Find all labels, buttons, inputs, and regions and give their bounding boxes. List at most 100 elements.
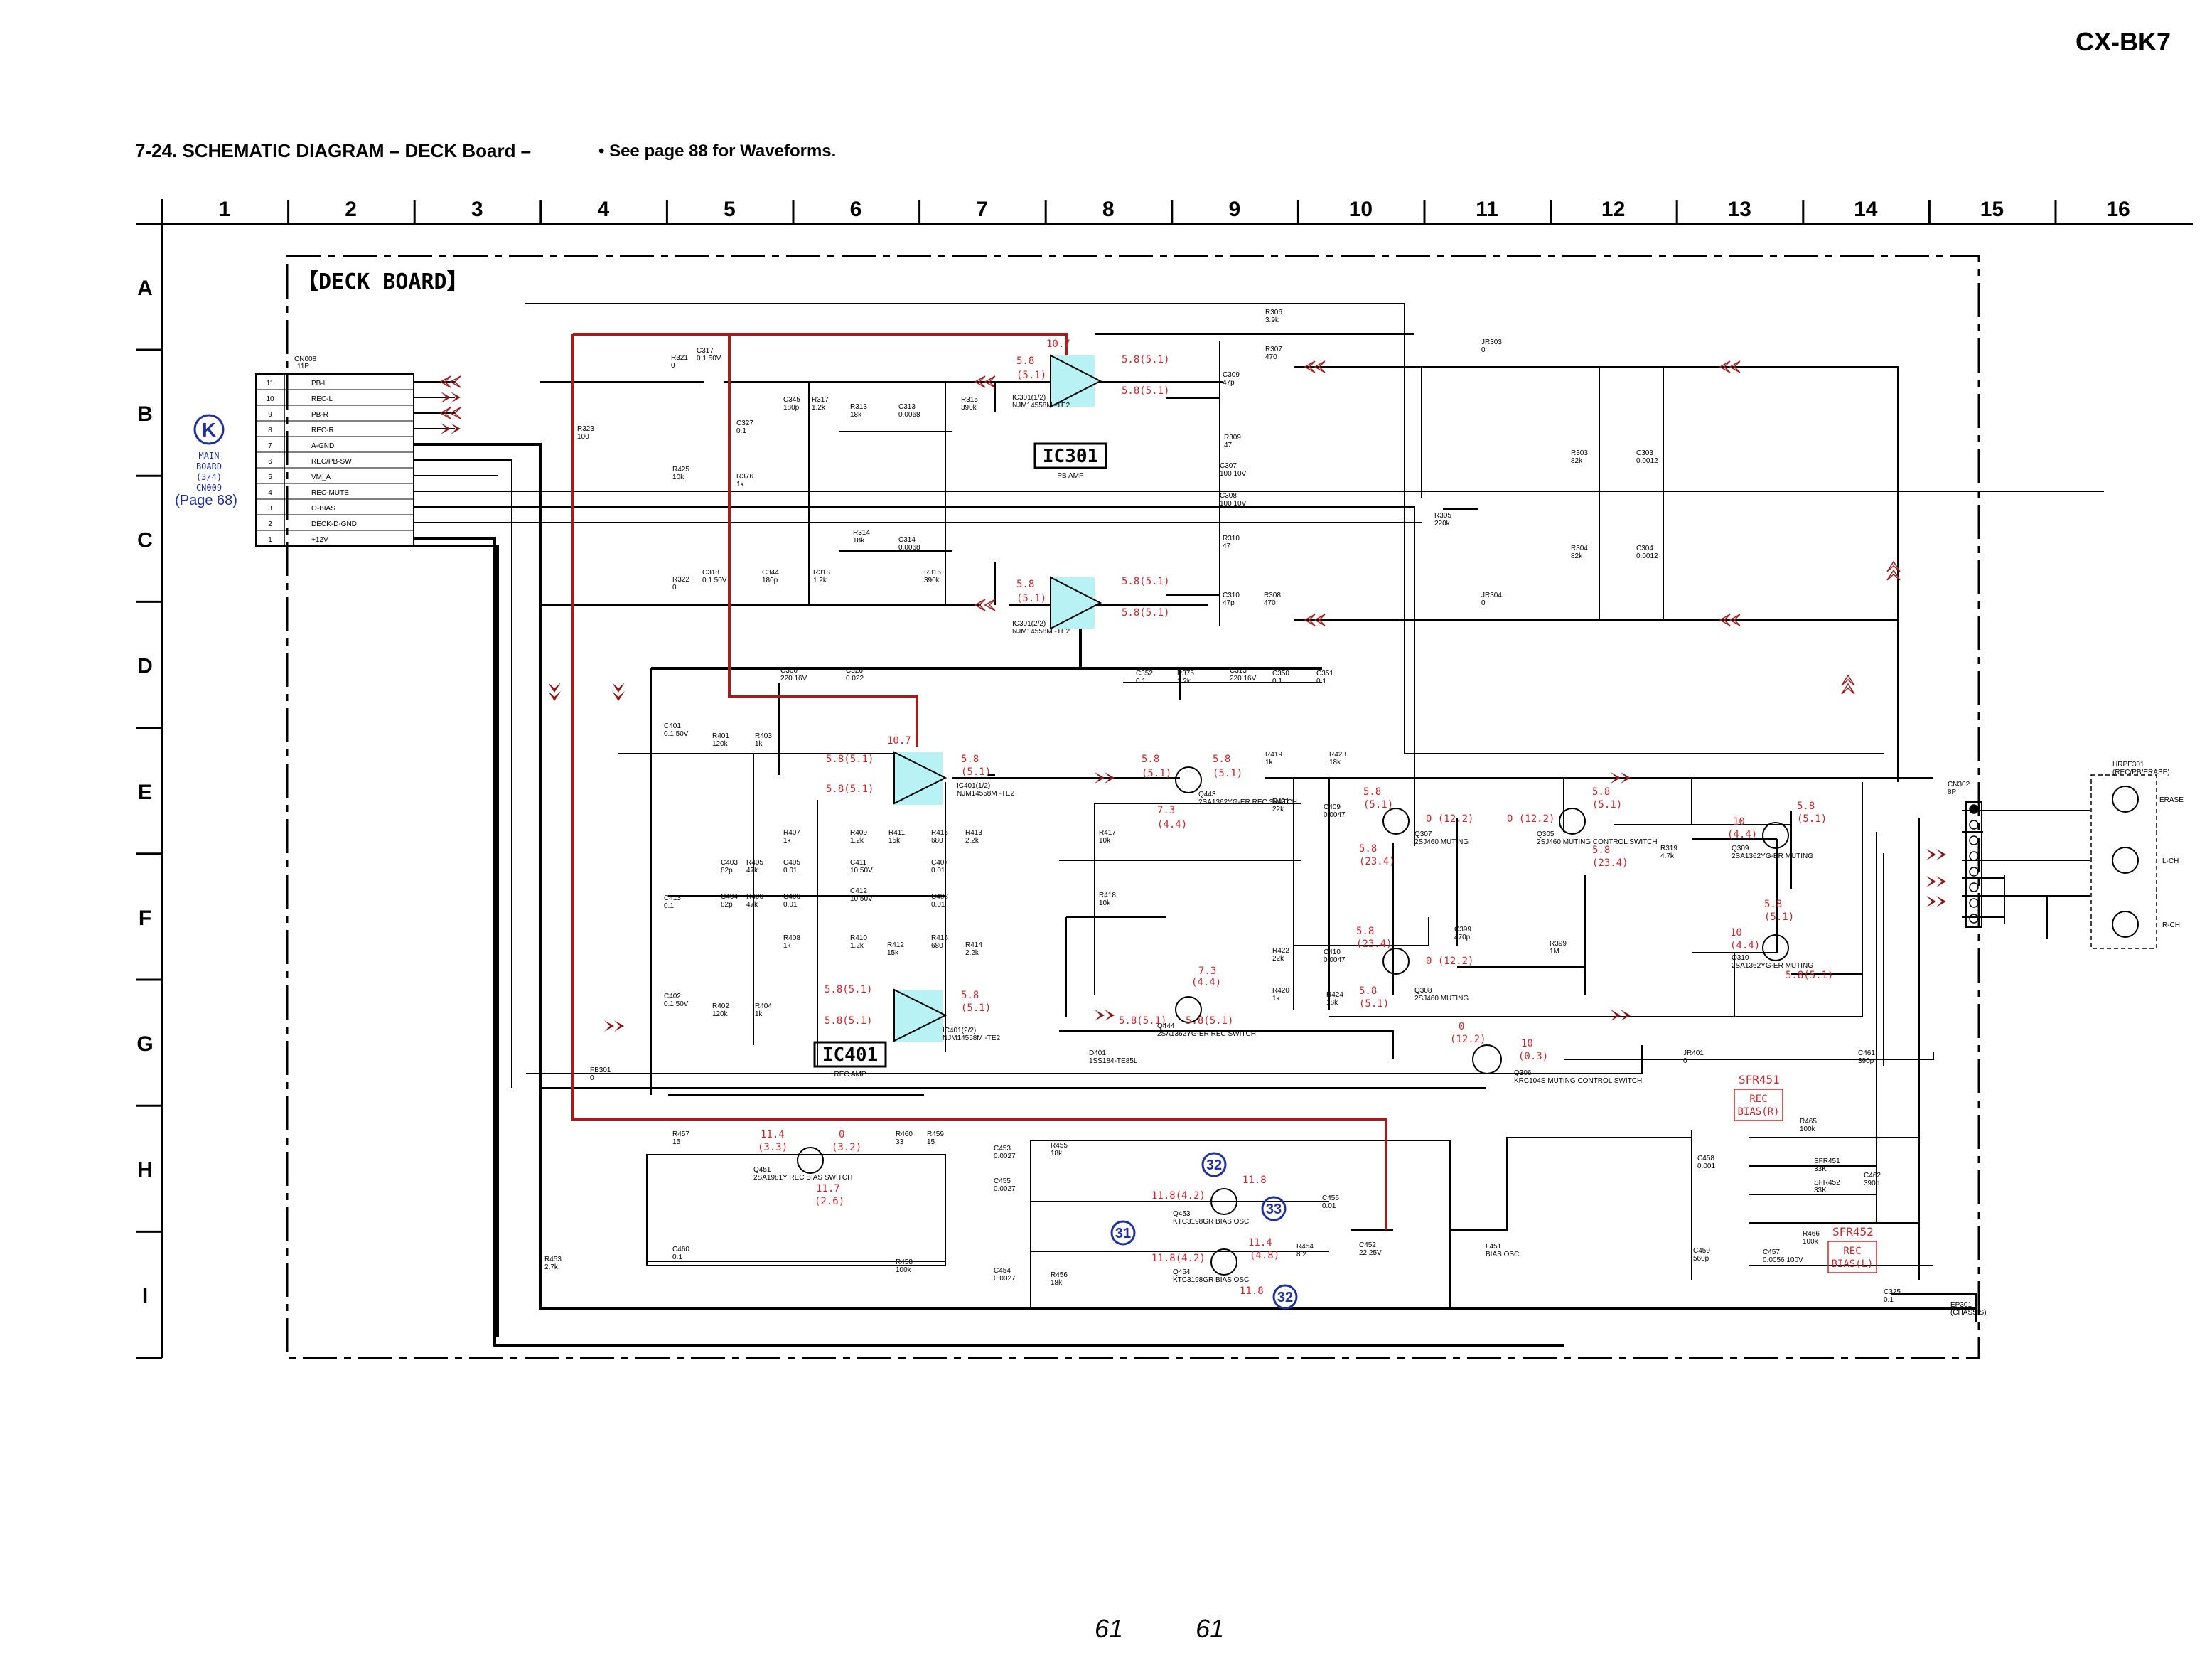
component-value: 0.1 — [672, 1253, 682, 1261]
test-point-icon — [1110, 1220, 1136, 1246]
cn008-pin-name: REC/PB-SW — [311, 458, 352, 466]
voltage-label: 5.8(5.1) — [826, 754, 874, 765]
component-ref: R408 — [783, 934, 800, 942]
component-ref: JR401 — [1683, 1049, 1704, 1057]
voltage-label: (5.1) — [1359, 998, 1389, 1010]
sfr452-callout: SFR452 REC BIAS(L) — [1827, 1225, 1877, 1273]
cn302-pins — [1969, 804, 1979, 924]
component-ref: R314 — [853, 529, 870, 537]
component-value: KTC3198GR BIAS OSC — [1173, 1218, 1249, 1226]
component-ref: R316 — [924, 569, 941, 577]
component-ref: C456 — [1322, 1194, 1339, 1202]
svg-text:REC: REC — [1749, 1093, 1767, 1105]
sfr451-callout: SFR451 REC BIAS(R) — [1734, 1073, 1783, 1121]
component-ref: IC301(2/2) — [1012, 620, 1046, 628]
voltage-label: 11.8 — [1240, 1285, 1264, 1297]
component-value: 47p — [1223, 599, 1235, 607]
component-ref: IC401(1/2) — [957, 782, 990, 790]
voltage-label: 0 (12.2) — [1426, 956, 1473, 967]
component-ref: C308 — [1220, 492, 1237, 500]
signal-arrow-icon — [1611, 772, 1631, 784]
head-label-rch: R-CH — [2162, 921, 2180, 929]
voltage-label: 5.8 — [1363, 786, 1381, 798]
component-value: NJM14558M -TE2 — [957, 790, 1015, 798]
component-value: NJM14558M -TE2 — [943, 1034, 1001, 1042]
component-ref: R317 — [812, 396, 829, 404]
column-label: 15 — [1980, 198, 2004, 221]
row-label: B — [137, 402, 153, 426]
component-ref: R313 — [850, 403, 867, 411]
component-ref: R456 — [1051, 1271, 1068, 1279]
component-ref: R402 — [712, 1002, 729, 1010]
component-value: 0.01 — [931, 867, 945, 875]
cn008-pin-number: 11 — [267, 380, 274, 387]
component-value: 82p — [721, 901, 733, 909]
component-value: 3.9k — [1265, 316, 1279, 324]
test-point-icon — [1261, 1196, 1287, 1221]
signal-arrow-icon — [1304, 614, 1326, 626]
component-ref: HRPE301 — [2112, 761, 2144, 769]
component-ref: R410 — [850, 934, 867, 942]
signal-arrow-icon — [1611, 1010, 1631, 1021]
head-label-erase: ERASE — [2159, 796, 2184, 804]
cn008-pin-name: VM_A — [311, 474, 331, 481]
ic401-2-opamp — [893, 988, 947, 1042]
component-ref: C403 — [721, 859, 738, 867]
voltage-label: 5.8 — [1213, 754, 1230, 765]
voltage-label: 10.7 — [1046, 338, 1070, 350]
row-label: G — [136, 1032, 153, 1056]
component-ref: R306 — [1265, 309, 1282, 316]
component-ref: C410 — [1324, 948, 1341, 956]
component-value: 0.0012 — [1636, 552, 1658, 560]
component-value: 0.0047 — [1324, 811, 1346, 819]
component-ref: C454 — [994, 1267, 1011, 1275]
row-label: D — [137, 655, 153, 678]
component-ref: D401 — [1089, 1049, 1106, 1057]
voltage-label: 11.8 — [1242, 1175, 1267, 1186]
component-value: 47 — [1224, 442, 1233, 449]
component-ref: IC301(1/2) — [1012, 394, 1046, 402]
component-ref: C457 — [1763, 1248, 1780, 1256]
component-value: 0.001 — [1697, 1162, 1715, 1170]
component-value: 22 25V — [1359, 1249, 1382, 1257]
component-value: 0.1 — [736, 427, 746, 435]
component-ref: C462 — [1864, 1172, 1881, 1180]
component-value: 100 10V — [1220, 500, 1247, 508]
component-ref: R455 — [1051, 1142, 1068, 1150]
component-ref: R424 — [1326, 991, 1343, 999]
component-ref: Q444 — [1157, 1022, 1175, 1030]
component-value: 0.0068 — [898, 411, 920, 419]
component-ref: Q305 — [1537, 830, 1555, 838]
board-label: 【DECK BOARD】 — [297, 269, 468, 294]
signal-arrow-icon — [548, 683, 561, 701]
component-value: 0.01 — [931, 901, 945, 909]
voltage-label: (5.1) — [1797, 813, 1827, 825]
cn008-pin-name: O-BIAS — [311, 505, 335, 513]
voltage-label: 0 (12.2) — [1507, 813, 1555, 825]
voltage-label: 5.8 — [1764, 899, 1782, 910]
component-value: 1k — [1272, 995, 1281, 1002]
component-value: 47 — [1223, 542, 1231, 550]
component-ref: C412 — [850, 887, 867, 895]
cn008-pin-number: 3 — [268, 505, 272, 513]
voltage-label: 5.8(5.1) — [826, 784, 874, 795]
component-ref: JR303 — [1481, 338, 1502, 346]
component-ref: C405 — [783, 859, 800, 867]
signal-arrow-icon — [1095, 1010, 1115, 1021]
voltage-label: (5.1) — [961, 766, 991, 778]
voltage-label: 5.8(5.1) — [1119, 1015, 1166, 1027]
component-value: 33 — [896, 1138, 904, 1146]
signal-arrow-icon — [1926, 896, 1946, 907]
component-ref: Q309 — [1732, 845, 1749, 852]
component-value: 100 10V — [1220, 470, 1247, 478]
component-ref: Q451 — [753, 1166, 771, 1174]
component-ref: C453 — [994, 1145, 1011, 1153]
component-value: 470 — [1265, 353, 1277, 361]
ic301-sublabel: PB AMP — [1057, 472, 1084, 480]
component-value: 0.01 — [783, 867, 798, 875]
component-value: 22k — [1272, 955, 1284, 963]
component-value: 1.2k — [850, 942, 864, 950]
